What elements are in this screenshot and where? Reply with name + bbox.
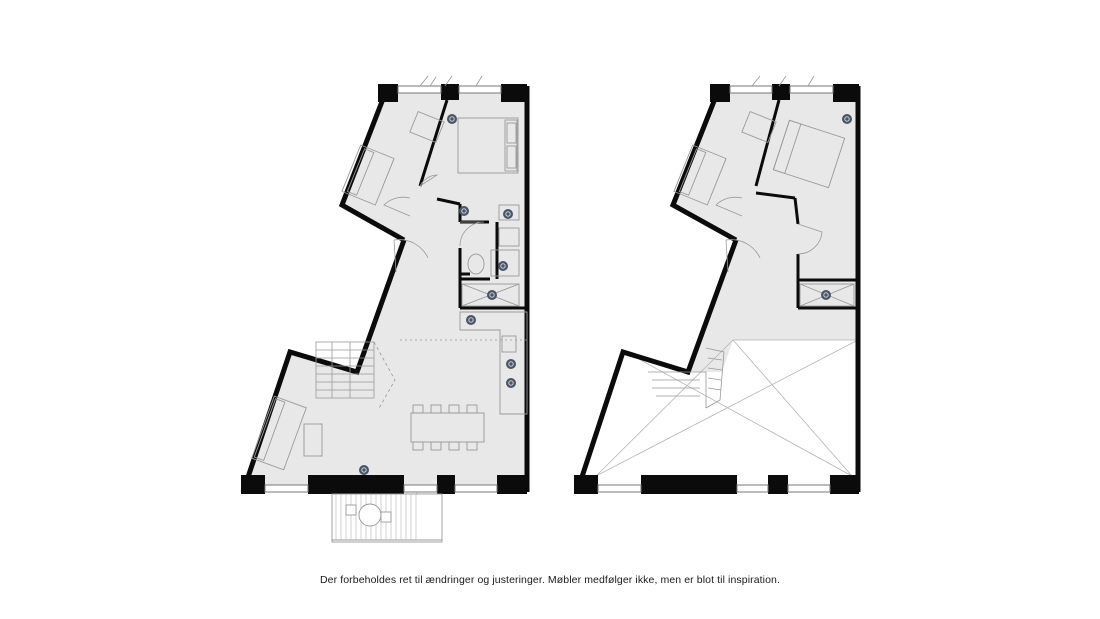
bed-icon <box>772 119 846 189</box>
window-swing-arcs <box>419 75 483 87</box>
window-swing-arcs <box>751 75 815 87</box>
bed-icon <box>457 117 519 174</box>
sofa-icon <box>341 144 395 206</box>
ground-floor-plan <box>240 75 530 543</box>
window-icon <box>264 85 502 493</box>
upper-floor-area <box>673 86 858 372</box>
toilet-icon <box>467 253 485 275</box>
sink-icon <box>498 227 520 247</box>
door-swing-icon <box>715 196 823 273</box>
wall-pillars <box>241 84 527 494</box>
disclaimer-text: Der forbeholdes ret til ændringer og jus… <box>319 574 781 586</box>
staircase-icon <box>315 339 527 411</box>
interior-walls <box>754 99 858 310</box>
staircase-icon <box>648 347 725 409</box>
upper-floor-plan <box>574 75 861 494</box>
furniture <box>251 110 528 471</box>
exterior-walls <box>240 85 530 493</box>
sink-icon <box>498 204 520 221</box>
open-void-area <box>595 339 859 477</box>
exterior-walls <box>574 85 861 493</box>
sofa-icon <box>251 395 307 471</box>
wall-pillars <box>574 84 859 494</box>
ground-floor-area <box>243 86 527 492</box>
window-icon <box>597 85 834 493</box>
dining-table-icon <box>410 404 485 451</box>
balcony <box>331 493 443 543</box>
sofa-icon <box>673 144 727 206</box>
